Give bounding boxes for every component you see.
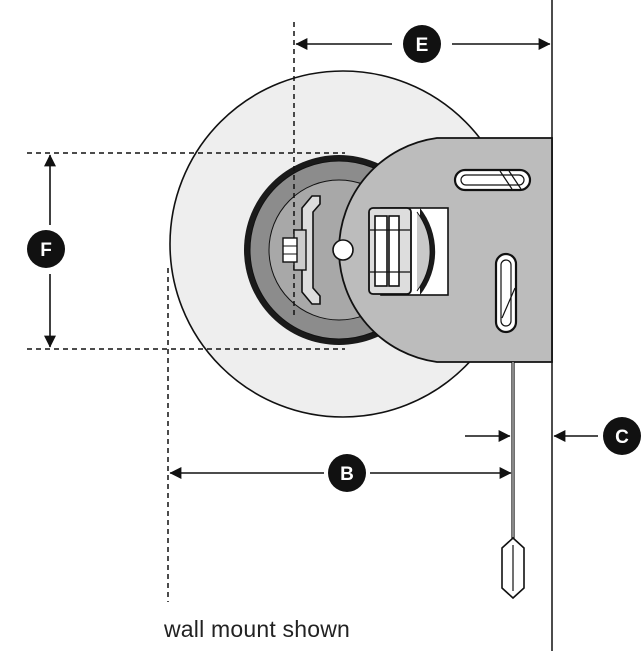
label-e-text: E [416,35,429,56]
label-f-text: F [40,240,52,261]
label-b-text: B [340,464,354,485]
bracket-slot-horizontal [453,168,532,192]
bracket-pivot-hole [332,239,354,261]
label-c-badge: C [603,417,641,455]
label-c-text: C [615,427,629,448]
diagram-caption: wall mount shown [164,616,351,642]
label-e-badge: E [403,25,441,63]
label-b-badge: B [328,454,366,492]
label-f-badge: F [27,230,65,268]
